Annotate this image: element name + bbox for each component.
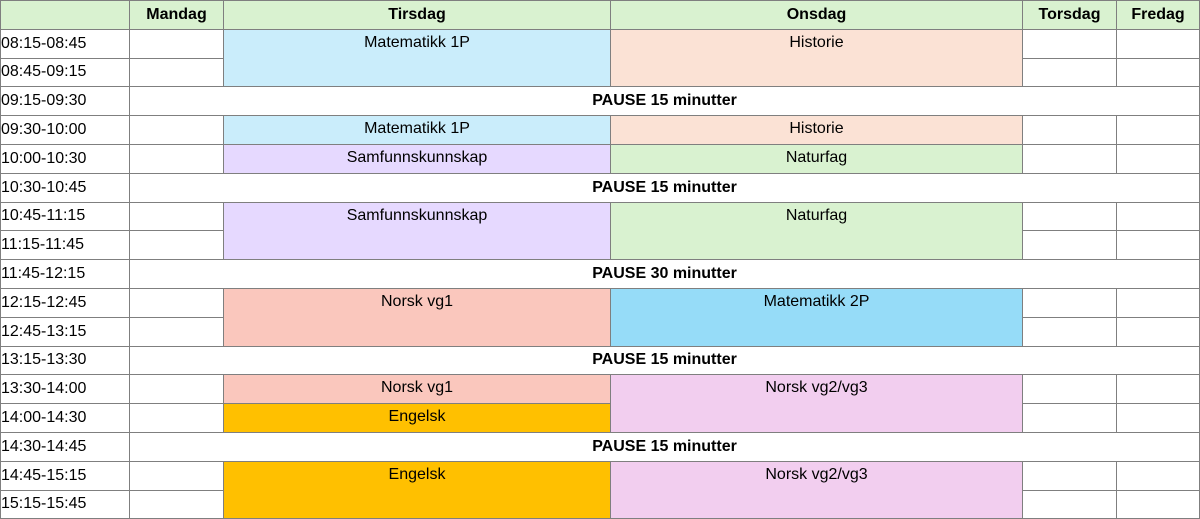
- time-cell: 15:15-15:45: [0, 489, 130, 519]
- empty-cell: [1116, 316, 1200, 347]
- empty-cell: [129, 143, 224, 174]
- empty-cell: [1116, 287, 1200, 318]
- empty-cell: [1022, 28, 1117, 59]
- empty-cell: [129, 230, 224, 261]
- time-cell: 14:45-15:15: [0, 460, 130, 491]
- day-header-onsdag: Onsdag: [610, 0, 1023, 30]
- time-cell: 09:30-10:00: [0, 115, 130, 145]
- table-row: 10:45-11:15 Samfunnskunnskap Naturfag: [0, 201, 1200, 261]
- lesson-cell: Naturfag: [610, 201, 1023, 261]
- time-cell: 08:45-09:15: [0, 57, 130, 88]
- empty-cell: [1116, 374, 1200, 405]
- empty-cell: [1022, 287, 1117, 318]
- time-cell: 12:15-12:45: [0, 287, 130, 318]
- time-cell: 10:45-11:15: [0, 201, 130, 232]
- time-cell: 08:15-08:45: [0, 28, 130, 59]
- empty-cell: [1022, 460, 1117, 491]
- time-cell: 14:30-14:45: [0, 431, 130, 462]
- corner-cell: [0, 0, 130, 30]
- empty-cell: [1116, 489, 1200, 519]
- time-cell: 13:15-13:30: [0, 345, 130, 376]
- pause-cell: PAUSE 30 minutter: [129, 259, 1200, 289]
- empty-cell: [129, 403, 224, 433]
- lesson-cell: Norsk vg2/vg3: [610, 460, 1023, 519]
- table-row: 09:30-10:00 Matematikk 1P Historie: [0, 115, 1200, 145]
- table-row: 12:45-13:15: [0, 316, 1200, 347]
- time-cell: 13:30-14:00: [0, 374, 130, 405]
- empty-cell: [129, 460, 224, 491]
- empty-cell: [129, 489, 224, 519]
- pause-row: 11:45-12:15 PAUSE 30 minutter: [0, 259, 1200, 289]
- lesson-cell: Engelsk: [223, 460, 611, 519]
- empty-cell: [1022, 230, 1117, 261]
- empty-cell: [1116, 201, 1200, 232]
- lesson-cell: Samfunnskunnskap: [223, 143, 611, 174]
- pause-cell: PAUSE 15 minutter: [129, 172, 1200, 203]
- lesson-cell: Norsk vg2/vg3: [610, 374, 1023, 433]
- empty-cell: [1022, 316, 1117, 347]
- empty-cell: [1116, 28, 1200, 59]
- time-cell: 11:15-11:45: [0, 230, 130, 261]
- empty-cell: [129, 316, 224, 347]
- table-row: 08:15-08:45 Matematikk 1P Historie: [0, 28, 1200, 88]
- empty-cell: [129, 57, 224, 88]
- empty-cell: [1022, 403, 1117, 433]
- day-header-tirsdag: Tirsdag: [223, 0, 611, 30]
- empty-cell: [129, 374, 224, 405]
- time-cell: 12:45-13:15: [0, 316, 130, 347]
- table-row: 08:45-09:15: [0, 57, 1200, 88]
- empty-cell: [1116, 57, 1200, 88]
- pause-row: 09:15-09:30 PAUSE 15 minutter: [0, 86, 1200, 117]
- empty-cell: [1116, 115, 1200, 145]
- header-row: Mandag Tirsdag Onsdag Torsdag Fredag: [0, 0, 1200, 30]
- lesson-cell: Naturfag: [610, 143, 1023, 174]
- lesson-cell: Matematikk 2P: [610, 287, 1023, 347]
- pause-row: 10:30-10:45 PAUSE 15 minutter: [0, 172, 1200, 203]
- lesson-cell: Norsk vg1: [223, 374, 611, 405]
- time-cell: 11:45-12:15: [0, 259, 130, 289]
- empty-cell: [1022, 374, 1117, 405]
- empty-cell: [129, 115, 224, 145]
- day-header-fredag: Fredag: [1116, 0, 1200, 30]
- lesson-cell: Historie: [610, 115, 1023, 145]
- table-row: 14:00-14:30 Engelsk: [0, 403, 1200, 433]
- empty-cell: [129, 201, 224, 232]
- empty-cell: [1116, 143, 1200, 174]
- table-row: 12:15-12:45 Norsk vg1 Matematikk 2P: [0, 287, 1200, 347]
- empty-cell: [1022, 201, 1117, 232]
- table-row: 14:45-15:15 Engelsk Norsk vg2/vg3: [0, 460, 1200, 519]
- lesson-cell: Engelsk: [223, 403, 611, 433]
- pause-row: 13:15-13:30 PAUSE 15 minutter: [0, 345, 1200, 376]
- table-row: 10:00-10:30 Samfunnskunnskap Naturfag: [0, 143, 1200, 174]
- empty-cell: [1022, 115, 1117, 145]
- empty-cell: [1116, 460, 1200, 491]
- empty-cell: [1022, 143, 1117, 174]
- time-cell: 10:30-10:45: [0, 172, 130, 203]
- table-row: 13:30-14:00 Norsk vg1 Norsk vg2/vg3: [0, 374, 1200, 433]
- lesson-cell: Samfunnskunnskap: [223, 201, 611, 261]
- empty-cell: [129, 287, 224, 318]
- time-cell: 14:00-14:30: [0, 403, 130, 433]
- lesson-cell: Historie: [610, 28, 1023, 88]
- lesson-cell: Norsk vg1: [223, 287, 611, 347]
- day-header-torsdag: Torsdag: [1022, 0, 1117, 30]
- empty-cell: [1022, 57, 1117, 88]
- day-header-mandag: Mandag: [129, 0, 224, 30]
- pause-cell: PAUSE 15 minutter: [129, 86, 1200, 117]
- empty-cell: [1116, 403, 1200, 433]
- empty-cell: [129, 28, 224, 59]
- table-row: 15:15-15:45: [0, 489, 1200, 519]
- time-cell: 10:00-10:30: [0, 143, 130, 174]
- lesson-cell: Matematikk 1P: [223, 28, 611, 88]
- empty-cell: [1116, 230, 1200, 261]
- empty-cell: [1022, 489, 1117, 519]
- lesson-cell: Matematikk 1P: [223, 115, 611, 145]
- pause-row: 14:30-14:45 PAUSE 15 minutter: [0, 431, 1200, 462]
- pause-cell: PAUSE 15 minutter: [129, 345, 1200, 376]
- time-cell: 09:15-09:30: [0, 86, 130, 117]
- pause-cell: PAUSE 15 minutter: [129, 431, 1200, 462]
